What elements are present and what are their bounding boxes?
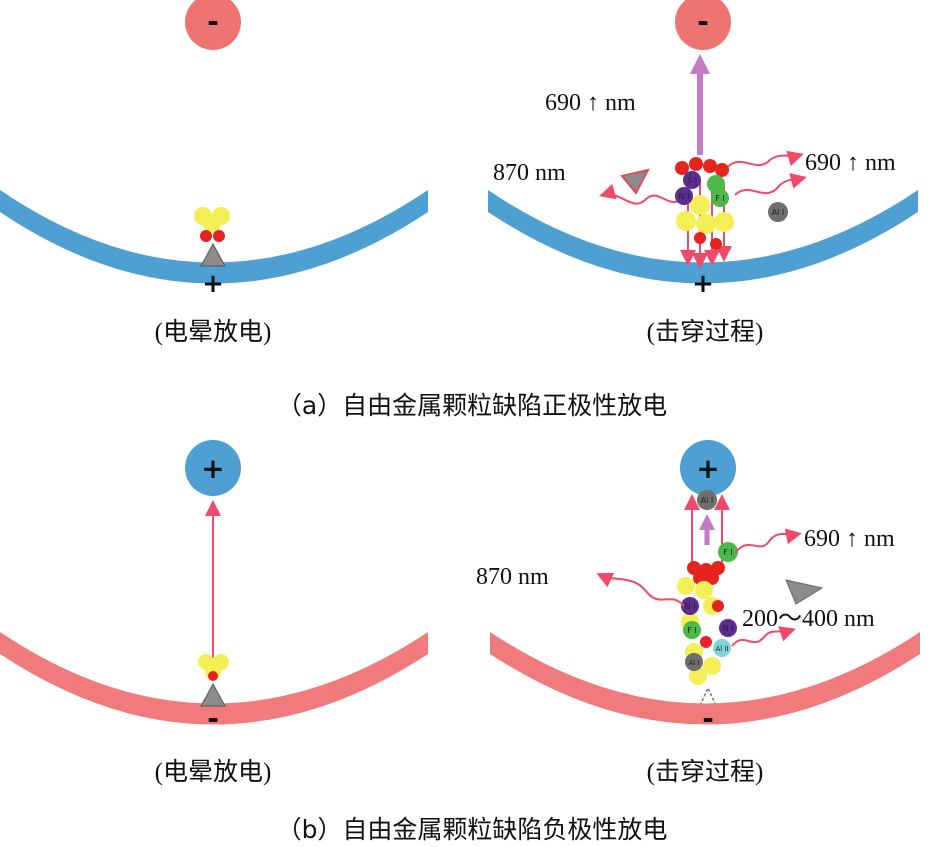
panel-a-corona: - + (电晕放电) — [0, 0, 428, 346]
wavy-emission-870 — [596, 572, 685, 607]
wavy-emission-690-b — [734, 173, 807, 196]
label-870: 870 nm — [493, 160, 566, 186]
ion-n — [675, 187, 693, 205]
label-690-top: 690 ↑ nm — [545, 90, 636, 116]
metal-particle — [200, 682, 226, 707]
ion-al-i — [685, 653, 703, 671]
ion-label: N I — [685, 602, 696, 611]
top-electrode-negative — [675, 0, 731, 50]
ion-f-1 — [707, 175, 725, 193]
bottom-electrode-arc — [488, 190, 918, 284]
panel-b-corona: + - (电晕放电) — [0, 440, 428, 786]
caption-corona: (电晕放电) — [155, 758, 272, 786]
ion-label: N I — [723, 624, 734, 633]
bottom-electrode-arc — [490, 632, 920, 725]
panel-a-breakdown: - + 690 ↑ nm 870 nm 690 ↑ nm — [488, 0, 918, 346]
metal-particle — [200, 242, 226, 267]
ion-f-top — [718, 542, 738, 562]
plasma-channel: S I N I F I — [675, 157, 734, 269]
top-electrode-sign: - — [207, 5, 219, 38]
top-electrode-sign: + — [201, 452, 224, 485]
top-electrode-sign: - — [697, 5, 709, 38]
bottom-electrode-arc — [0, 632, 428, 725]
ion-s — [683, 171, 701, 189]
ion-f-2 — [711, 189, 729, 207]
caption-breakdown: (击穿过程) — [647, 758, 764, 786]
arrowhead — [690, 54, 710, 74]
bottom-electrode-sign: + — [692, 269, 714, 299]
ion-label: Al I — [688, 659, 699, 667]
charge-cluster — [194, 207, 230, 242]
panel-a-title: （a）自由金属颗粒缺陷正极性放电 — [277, 391, 667, 420]
ion-label: N I — [679, 192, 690, 201]
ion-n-1 — [681, 597, 699, 615]
bottom-electrode-sign: + — [202, 269, 224, 299]
wavy-emission-870 — [599, 183, 686, 205]
ion-label: Al I — [772, 208, 785, 217]
wavy-emission-uv — [731, 626, 796, 647]
ion-al — [768, 202, 788, 222]
ion-al-ii — [713, 639, 731, 657]
ion-label: Al II — [715, 645, 728, 653]
arrowhead — [699, 514, 715, 530]
label-uv: 200～400 nm — [742, 606, 875, 632]
bottom-electrode-sign: - — [702, 702, 714, 735]
metal-particle — [620, 168, 650, 195]
wavy-emission-690 — [735, 528, 802, 553]
caption-corona: (电晕放电) — [155, 318, 272, 346]
ion-al-top — [697, 490, 717, 510]
ion-n-2 — [719, 619, 737, 637]
ion-label: S I — [687, 176, 697, 185]
ion-label: Al I — [701, 496, 714, 505]
ion-label: F I — [687, 626, 697, 635]
bottom-electrode-sign: - — [207, 702, 219, 735]
metal-particle — [785, 579, 824, 605]
panel-b: + - (电晕放电) + Al I — [0, 440, 920, 844]
caption-breakdown: (击穿过程) — [647, 318, 764, 346]
particle-ghost — [696, 686, 720, 711]
panel-a: - + (电晕放电) - + 690 ↑ nm 870 nm 690 ↑ nm — [0, 0, 918, 420]
bottom-electrode-arc — [0, 190, 428, 284]
top-electrode-positive — [185, 440, 241, 496]
label-690-right: 690 ↑ nm — [805, 150, 896, 176]
label-870: 870 nm — [476, 564, 549, 590]
ion-label: F I — [723, 548, 733, 557]
top-electrode-negative — [185, 0, 241, 50]
top-electrode-sign: + — [696, 452, 719, 485]
panel-b-breakdown: + Al I — [476, 440, 920, 786]
label-690: 690 ↑ nm — [804, 526, 895, 552]
ion-f-2 — [683, 621, 701, 639]
wavy-emission-690-a — [724, 150, 804, 171]
plasma-channel: F I N I F I N I Al II Al I — [677, 542, 738, 685]
ion-label: F I — [715, 194, 725, 203]
panel-b-title: （b）自由金属颗粒缺陷负极性放电 — [277, 815, 668, 844]
top-electrode-positive — [680, 440, 736, 496]
charge-cluster — [198, 654, 229, 681]
